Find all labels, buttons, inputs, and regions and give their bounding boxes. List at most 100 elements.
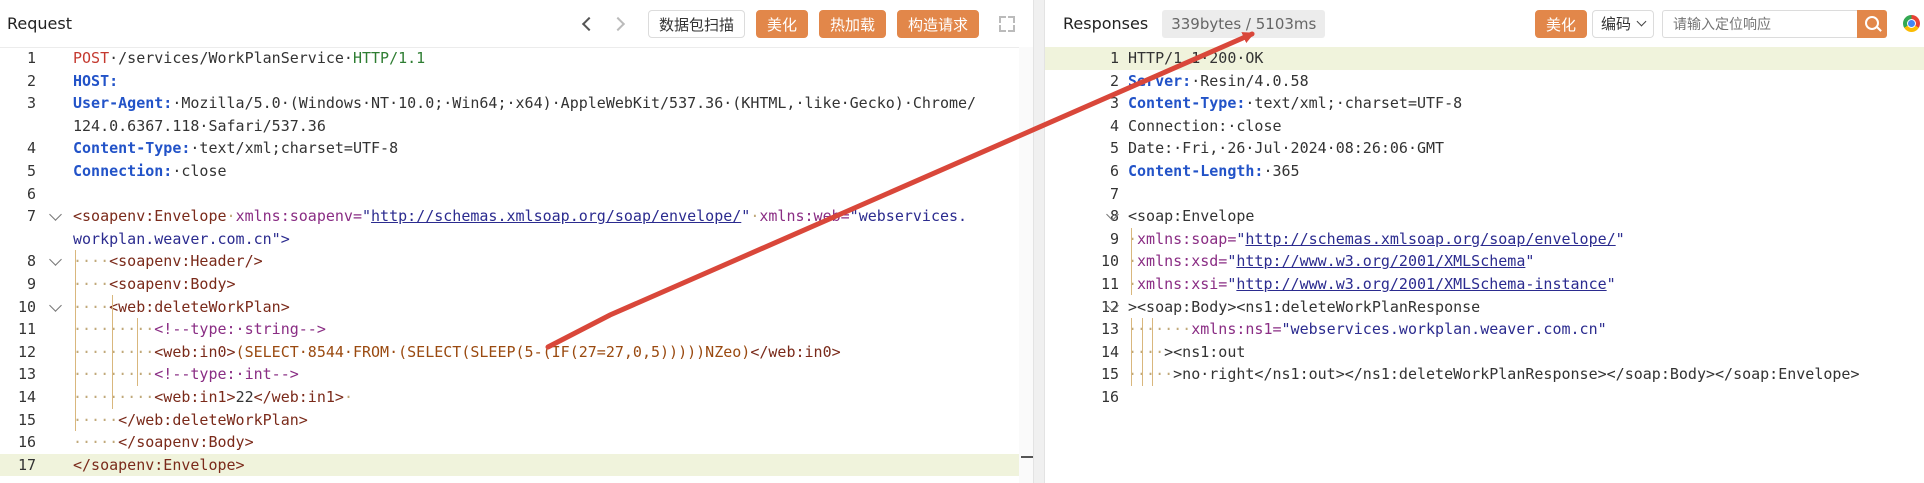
code-line[interactable]: 9 ·xmlns:soap="http://schemas.xmlsoap.org… — [1045, 228, 1924, 251]
code-text: </soapenv:Envelope> — [73, 455, 245, 474]
response-size-time-badge: 339bytes / 5103ms — [1162, 9, 1326, 38]
code-text: ·····</soapenv:Body> — [73, 433, 254, 452]
code-line[interactable]: 13 ·········<!--type:·int--> — [0, 363, 1033, 386]
fold-icon[interactable] — [49, 253, 62, 267]
code-line[interactable]: 13·······xmlns:ns1="webservices.workplan… — [1045, 318, 1924, 341]
response-toolbar: Responses 339bytes / 5103ms 美化 编码 — [1045, 0, 1924, 48]
code-text: ····><ns1:out — [1128, 342, 1246, 361]
line-number: 14 — [17, 388, 36, 406]
code-line[interactable]: 7 — [1045, 183, 1924, 206]
indent-guide — [137, 318, 138, 386]
line-number: 15 — [17, 410, 36, 429]
line-number: 13 — [1100, 320, 1119, 339]
code-line[interactable]: 11·xmlns:xsi="http://www.w3.org/2001/XML… — [1045, 273, 1924, 296]
code-text: ·········<!--type:·int--> — [73, 365, 299, 384]
line-number: 11 — [17, 320, 36, 339]
code-line[interactable]: 7<soapenv:Envelope·xmlns:soapenv="http:/… — [0, 205, 1033, 228]
code-line[interactable]: 15 ·····</web:deleteWorkPlan> — [0, 409, 1033, 432]
indent-guide — [75, 250, 76, 431]
fold-icon[interactable] — [49, 208, 62, 222]
code-text: ·xmlns:soap="http://schemas.xmlsoap.org/… — [1128, 229, 1625, 248]
request-title: Request — [7, 14, 72, 33]
line-number: 8 — [26, 252, 36, 271]
code-line[interactable]: 14 ····><ns1:out — [1045, 341, 1924, 364]
response-search-input[interactable] — [1662, 9, 1857, 38]
request-scrollbar[interactable] — [1019, 47, 1033, 483]
code-text: Content-Type:·text/xml;·charset=UTF-8 — [1128, 94, 1463, 113]
line-number: 17 — [17, 455, 36, 474]
code-line[interactable]: 12·········<web:in0>(SELECT·8544·FROM·(S… — [0, 341, 1033, 364]
code-line[interactable]: 2 Server:·Resin/4.0.58 — [1045, 70, 1924, 93]
line-number: 2 — [26, 71, 36, 90]
code-line[interactable]: 4 Content-Type:·text/xml;charset=UTF-8 — [0, 137, 1033, 160]
line-number: 2 — [1109, 71, 1119, 90]
line-number: 6 — [26, 184, 36, 203]
indent-guide — [1131, 228, 1132, 295]
code-text: Connection:·close — [73, 162, 227, 180]
line-number: 1 — [1109, 49, 1119, 67]
line-number: 9 — [1109, 229, 1119, 248]
response-beautify-button[interactable]: 美化 — [1534, 9, 1587, 38]
indent-guide — [1131, 318, 1132, 386]
line-number: 9 — [26, 275, 36, 293]
code-text: HTTP/1.1·200·OK — [1128, 49, 1264, 67]
code-line[interactable]: 17 </soapenv:Envelope> — [0, 453, 1033, 477]
line-number: 13 — [17, 365, 36, 384]
code-line[interactable]: 15·····>no·right</ns1:out></ns1:deleteWo… — [1045, 363, 1924, 386]
code-text: Server:·Resin/4.0.58 — [1128, 71, 1309, 90]
code-line[interactable]: workplan.weaver.com.cn"> — [0, 228, 1033, 251]
code-text: 124.0.6367.118·Safari/537.36 — [73, 116, 326, 135]
packet-scan-button[interactable]: 数据包扫描 — [647, 9, 745, 38]
line-number: 4 — [26, 139, 36, 158]
line-number: 10 — [17, 297, 36, 316]
code-text: POST·/services/WorkPlanService·HTTP/1.1 — [73, 49, 426, 67]
line-number: 16 — [17, 433, 36, 452]
line-number: 14 — [1100, 342, 1119, 361]
code-line[interactable]: 1 HTTP/1.1·200·OK — [1045, 47, 1924, 70]
build-request-button[interactable]: 构造请求 — [896, 9, 979, 38]
chrome-icon[interactable] — [1903, 15, 1920, 32]
code-text: workplan.weaver.com.cn"> — [73, 229, 290, 248]
search-icon[interactable] — [1857, 9, 1887, 38]
code-line[interactable]: 8 ····<soapenv:Header/> — [0, 250, 1033, 273]
fold-icon[interactable] — [49, 298, 62, 312]
code-line[interactable]: 10·xmlns:xsd="http://www.w3.org/2001/XML… — [1045, 250, 1924, 273]
code-line[interactable]: 10····<web:deleteWorkPlan> — [0, 296, 1033, 319]
chevron-right-icon[interactable] — [612, 17, 626, 31]
code-text: <soap:Envelope — [1128, 207, 1255, 226]
code-line[interactable]: 11·········<!--type:·string--> — [0, 318, 1033, 341]
code-line[interactable]: 12><soap:Body><ns1:deleteWorkPlanRespons… — [1045, 296, 1924, 319]
code-text: ····<soapenv:Header/> — [73, 252, 263, 271]
code-text: Content-Type:·text/xml;charset=UTF-8 — [73, 139, 399, 158]
line-number: 5 — [1109, 139, 1119, 158]
code-text: ·········<web:in1>22</web:in1>· — [73, 388, 353, 406]
code-line[interactable]: 9 ····<soapenv:Body> — [0, 273, 1033, 296]
code-text: ·····</web:deleteWorkPlan> — [73, 410, 308, 429]
code-line[interactable]: 6 — [0, 183, 1033, 206]
chevron-left-icon[interactable] — [580, 17, 594, 31]
code-line[interactable]: 16 ·····</soapenv:Body> — [0, 431, 1033, 454]
code-text: ·········<web:in0>(SELECT·8544·FROM·(SEL… — [73, 342, 841, 361]
code-line[interactable]: 14 ·········<web:in1>22</web:in1>· — [0, 386, 1033, 409]
line-number: 15 — [1100, 365, 1119, 384]
pane-splitter[interactable] — [1033, 0, 1045, 483]
fullscreen-icon[interactable] — [999, 15, 1015, 32]
hot-reload-button[interactable]: 热加载 — [818, 9, 886, 38]
line-number: 10 — [1100, 252, 1119, 271]
code-text: <soapenv:Envelope·xmlns:soapenv="http://… — [73, 207, 968, 226]
beautify-button[interactable]: 美化 — [755, 9, 808, 38]
encoding-dropdown[interactable]: 编码 — [1591, 9, 1654, 38]
code-line[interactable]: 124.0.6367.118·Safari/537.36 — [0, 115, 1033, 138]
line-number: 16 — [1100, 388, 1119, 406]
code-text: ····<soapenv:Body> — [73, 275, 236, 293]
code-line[interactable]: 8<soap:Envelope — [1045, 205, 1924, 228]
code-line[interactable]: 16 — [1045, 386, 1924, 409]
